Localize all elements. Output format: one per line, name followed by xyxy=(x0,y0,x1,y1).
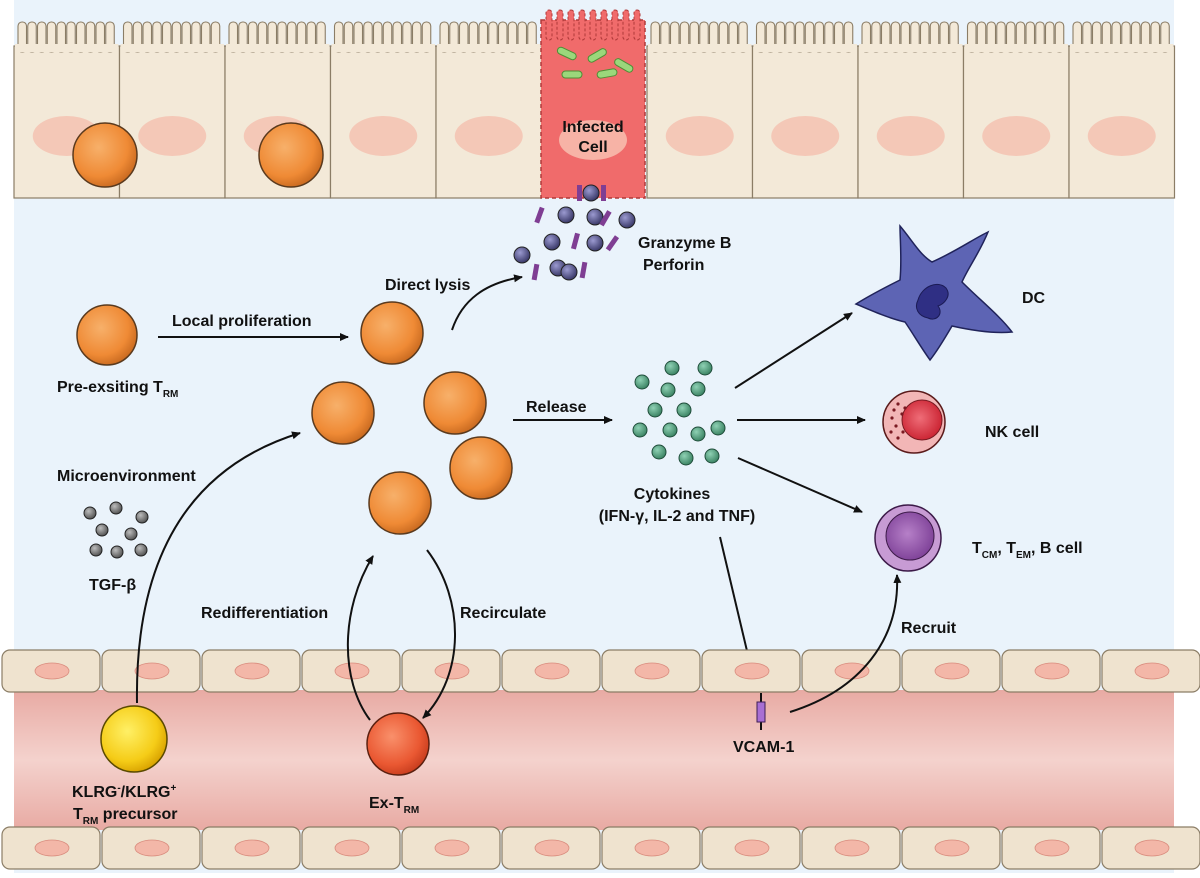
trm-cell-e xyxy=(368,471,432,535)
infected-cell-label-1: Infected xyxy=(562,119,623,136)
direct-lysis-arrow xyxy=(451,274,523,331)
endothelial-cell xyxy=(301,649,401,693)
precursor-label-line1: KLRG-/KLRG+ xyxy=(72,783,176,801)
tgf-beta-label: TGF-β xyxy=(89,577,136,594)
epithelial-cell xyxy=(435,21,543,199)
endothelial-cell xyxy=(201,826,301,870)
recruit-label: Recruit xyxy=(901,620,957,637)
epithelium-layer xyxy=(13,21,1176,199)
epithelial-cell xyxy=(329,21,437,199)
trm-cell-d xyxy=(449,436,513,500)
epithelial-cell xyxy=(646,21,754,199)
endothelial-cell xyxy=(401,826,501,870)
endothelial-cell xyxy=(701,826,801,870)
redifferentiation-arrow xyxy=(346,555,374,721)
nk-cell-label: NK cell xyxy=(985,424,1039,441)
endothelial-cell xyxy=(1001,826,1101,870)
endothelial-cell xyxy=(201,649,301,693)
epithelial-cell xyxy=(962,21,1070,199)
endothelial-cell xyxy=(501,826,601,870)
endothelial-cell xyxy=(901,649,1001,693)
infected-cell: Infected Cell xyxy=(540,9,646,199)
trm-cell-b xyxy=(311,381,375,445)
dc-label: DC xyxy=(1022,290,1046,307)
endothelial-cell xyxy=(601,826,701,870)
endothelial-cell xyxy=(801,649,901,693)
release-label: Release xyxy=(526,399,587,416)
redifferentiation-label: Redifferentiation xyxy=(201,605,328,622)
nk-granules xyxy=(889,402,907,440)
epithelial-trm-cell-2 xyxy=(258,122,324,188)
vcam-receptor xyxy=(756,701,766,723)
microenvironment-label: Microenvironment xyxy=(57,468,196,485)
blood-vessel xyxy=(14,690,1174,830)
local-proliferation-label: Local proliferation xyxy=(172,313,312,330)
endothelial-cell xyxy=(101,826,201,870)
granzyme-perforin-cluster xyxy=(513,184,636,281)
endothelium-top xyxy=(1,649,1200,693)
memory-cells-label: TCM, TEM, B cell xyxy=(972,540,1083,561)
epithelial-cell xyxy=(13,21,121,199)
endothelial-cell xyxy=(101,649,201,693)
endothelial-cell xyxy=(601,649,701,693)
infected-cell-label-2: Cell xyxy=(578,139,607,156)
precursor-to-trm-arrow xyxy=(135,431,301,704)
epithelial-cell xyxy=(118,21,226,199)
epithelial-cell xyxy=(1068,21,1176,199)
bacteria-group xyxy=(556,46,634,79)
perforin-label: Perforin xyxy=(643,257,704,274)
endothelial-cell xyxy=(801,826,901,870)
ex-trm-cell xyxy=(366,712,430,776)
endothelial-cell xyxy=(1,649,101,693)
dc-nucleus xyxy=(915,284,949,320)
endothelial-cell xyxy=(901,826,1001,870)
memory-b-cell-nucleus xyxy=(885,511,935,561)
granzyme-label: Granzyme B xyxy=(638,235,731,252)
cytokine-cluster xyxy=(632,360,726,466)
recirculate-label: Recirculate xyxy=(460,605,546,622)
cytokines-list: (IFN-γ, IL-2 and TNF) xyxy=(599,508,755,525)
trm-precursor-cell xyxy=(100,705,168,773)
vcam-label: VCAM-1 xyxy=(733,739,794,756)
endothelial-cell xyxy=(701,649,801,693)
endothelium-bottom xyxy=(1,826,1200,870)
epithelial-cell xyxy=(857,21,965,199)
recruit-arrow xyxy=(789,574,902,713)
endothelial-cell xyxy=(1101,649,1200,693)
arrow-to-memory-cells xyxy=(737,457,863,513)
direct-lysis-label: Direct lysis xyxy=(385,277,470,294)
epithelial-trm-cell-1 xyxy=(72,122,138,188)
precursor-label-line2: TRM precursor xyxy=(73,806,177,827)
pre-existing-trm-cell xyxy=(76,304,138,366)
endothelial-cell xyxy=(401,649,501,693)
endothelial-cell xyxy=(1001,649,1101,693)
nk-cell-nucleus xyxy=(901,399,943,441)
cytokines-title: Cytokines xyxy=(634,486,711,503)
recirculate-arrow xyxy=(422,549,456,719)
endothelial-cell xyxy=(1101,826,1200,870)
tgf-beta-cluster xyxy=(83,501,149,559)
epithelial-cell xyxy=(751,21,859,199)
arrow-to-dc xyxy=(734,312,853,389)
endothelial-cell xyxy=(1,826,101,870)
endothelial-cell xyxy=(501,649,601,693)
pre-existing-trm-label: Pre-exsiting TRM xyxy=(57,379,178,400)
trm-cell-c xyxy=(423,371,487,435)
ex-trm-label: Ex-TRM xyxy=(369,795,419,816)
trm-cell-a xyxy=(360,301,424,365)
endothelial-cell xyxy=(301,826,401,870)
